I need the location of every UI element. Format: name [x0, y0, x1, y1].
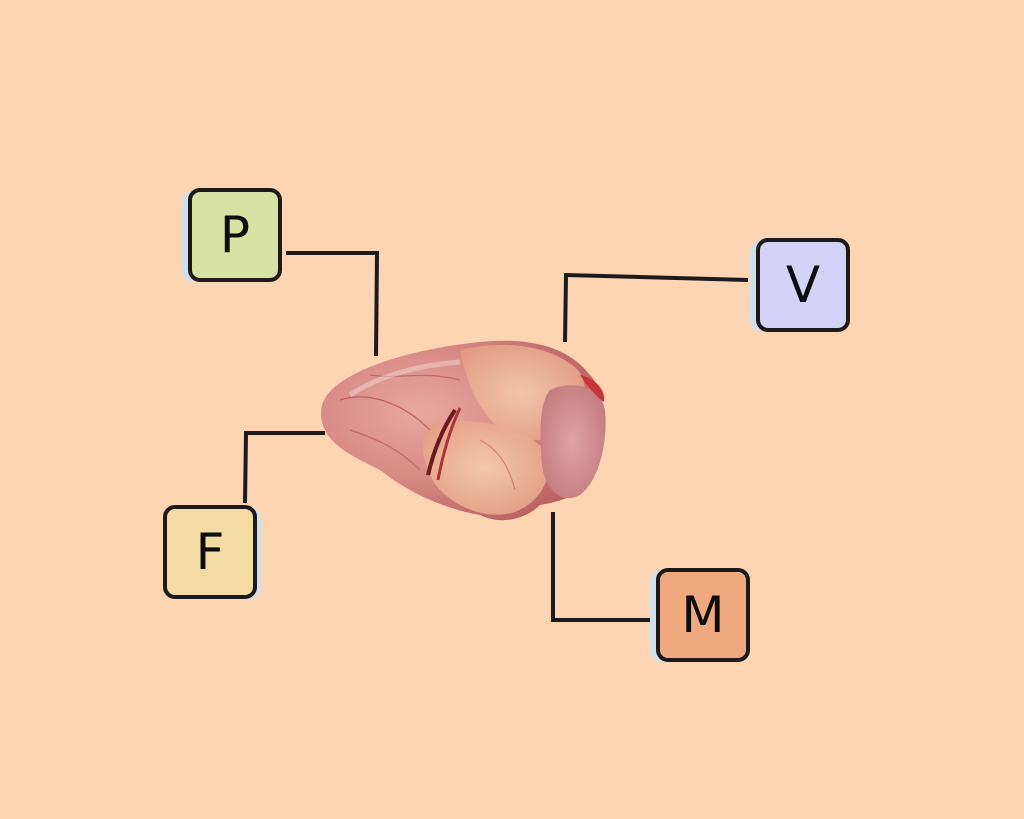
label-v-text: V	[785, 256, 821, 314]
label-box-f: F	[163, 505, 261, 599]
heart-icon	[321, 340, 606, 521]
label-box-v: V	[750, 238, 850, 332]
label-box-f-square: F	[163, 505, 257, 599]
connector-v	[563, 272, 749, 343]
heart-image	[310, 330, 610, 525]
label-box-m: M	[650, 568, 750, 662]
label-p-text: P	[219, 206, 251, 264]
label-box-v-square: V	[756, 238, 850, 332]
connector-p	[286, 251, 380, 357]
connector-m	[551, 512, 655, 622]
connector-f	[243, 431, 325, 504]
label-f-text: F	[195, 523, 225, 581]
label-box-p: P	[182, 188, 282, 282]
label-box-m-square: M	[656, 568, 750, 662]
label-box-p-square: P	[188, 188, 282, 282]
label-m-text: M	[681, 586, 725, 644]
